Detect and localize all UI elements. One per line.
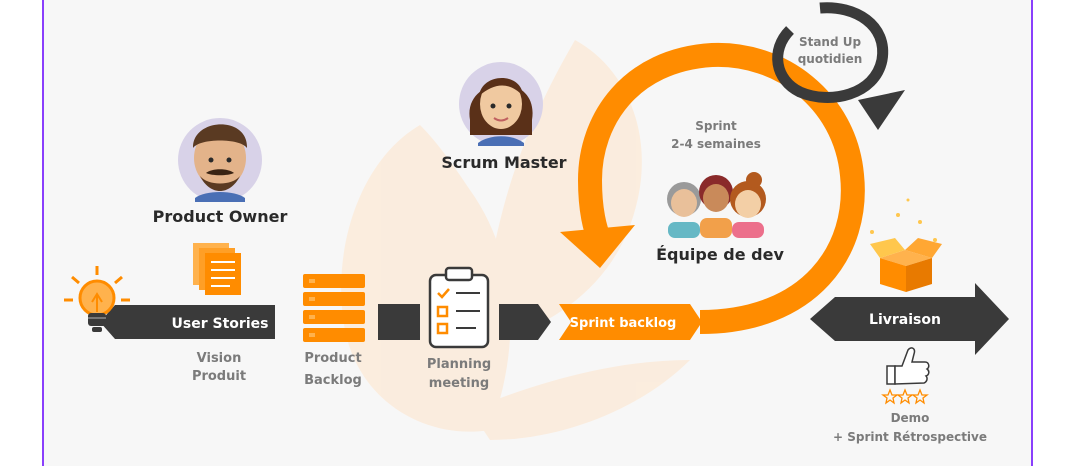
standup-line1: Stand Up	[799, 35, 862, 49]
thumbs-up-icon	[886, 347, 930, 385]
vision-caption-line2: Produit	[192, 369, 246, 384]
dev-team-label: Équipe de dev	[656, 245, 784, 264]
planning-caption-line2: meeting	[429, 376, 489, 391]
scrum-master-label: Scrum Master	[441, 153, 566, 172]
user-stories-arrow	[100, 305, 275, 339]
sprint-cycle-loop	[577, 42, 865, 334]
gift-box-icon	[870, 198, 942, 292]
standup-loop	[772, 2, 889, 103]
sprint-cycle-arrowhead	[560, 225, 635, 268]
sprint-backlog-label: Sprint backlog	[570, 316, 677, 331]
documents-icon	[193, 243, 241, 295]
delivery-label: Livraison	[869, 312, 941, 328]
sprint-line1: Sprint	[695, 119, 737, 133]
sprint-line2: 2-4 semaines	[671, 137, 761, 151]
product-owner-label: Product Owner	[153, 207, 288, 226]
backlog-caption-line2: Backlog	[304, 373, 362, 388]
stacked-backlog-icon	[303, 274, 365, 342]
lightbulb-icon	[64, 266, 130, 332]
product-owner-avatar	[178, 118, 262, 202]
standup-line2: quotidien	[798, 52, 863, 66]
demo-caption-line1: Demo	[891, 411, 930, 425]
connector-backlog-planning	[378, 304, 420, 340]
sprint-backlog-arrow	[559, 304, 702, 340]
frame-right-border	[1031, 0, 1033, 466]
planning-caption-line1: Planning	[427, 357, 491, 372]
vision-caption-line1: Vision	[197, 351, 242, 366]
three-stars-icon	[881, 388, 929, 405]
backlog-caption-line1: Product	[304, 351, 361, 366]
standup-arrowhead	[858, 90, 905, 130]
dev-team-icon	[667, 172, 766, 238]
delivery-arrow	[810, 283, 1009, 355]
scrum-master-avatar	[459, 62, 543, 146]
connector-planning-sprint	[499, 304, 551, 340]
frame-left-border	[42, 0, 44, 466]
user-stories-label: User Stories	[172, 316, 269, 332]
demo-caption-line2: + Sprint Rétrospective	[833, 430, 987, 444]
clipboard-checklist-icon	[428, 266, 490, 349]
